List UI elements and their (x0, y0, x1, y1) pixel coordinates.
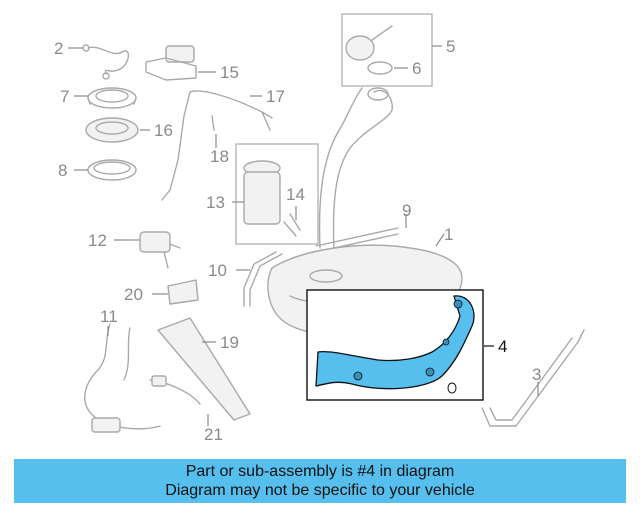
callout-2: 2 (54, 39, 63, 58)
part-2-sensor-wire (68, 44, 129, 80)
callout-18: 18 (210, 147, 229, 166)
callout-14: 14 (286, 185, 305, 204)
callout-3: 3 (532, 365, 541, 384)
callout-20: 20 (124, 285, 143, 304)
banner-line-1: Part or sub-assembly is #4 in diagram (185, 463, 455, 480)
callout-19: 19 (220, 333, 239, 352)
callout-8: 8 (58, 161, 67, 180)
callout-10: 10 (208, 261, 227, 280)
callout-12: 12 (88, 231, 107, 250)
part-10-lines (236, 251, 283, 307)
part-7-lock-ring (74, 87, 137, 109)
part-3-strap (481, 329, 585, 427)
part-17-harness (161, 90, 273, 201)
part-11-wiring (84, 323, 161, 433)
callout-4[interactable]: 4 (498, 337, 507, 356)
part-13-pump-module (232, 143, 319, 245)
callout-5: 5 (446, 37, 455, 56)
callout-16: 16 (154, 121, 173, 140)
callout-21: 21 (204, 425, 223, 444)
part-8-gasket (74, 159, 137, 181)
part-19-shield (157, 317, 251, 421)
callout-1: 1 (444, 225, 453, 244)
callout-15: 15 (220, 63, 239, 82)
callout-11: 11 (100, 307, 118, 326)
info-banner: Part or sub-assembly is #4 in diagram Di… (14, 459, 626, 503)
callout-9: 9 (402, 201, 411, 220)
filler-neck (318, 87, 393, 251)
part-21-sensor (149, 375, 209, 426)
part-15-connector (145, 45, 216, 81)
parts-diagram: 2 15 7 16 8 17 18 (54, 13, 585, 444)
part-4-highlighted[interactable] (306, 289, 494, 401)
banner-line-2: Diagram may not be specific to your vehi… (165, 482, 475, 499)
part-20-bracket (152, 279, 199, 305)
part-16-sender-cap (85, 117, 150, 143)
callout-6: 6 (412, 59, 421, 78)
callout-13: 13 (206, 193, 225, 212)
callout-17: 17 (266, 87, 285, 106)
part-5-filler-cap (341, 13, 442, 87)
callout-7: 7 (60, 87, 69, 106)
part-12-filter (114, 231, 181, 269)
